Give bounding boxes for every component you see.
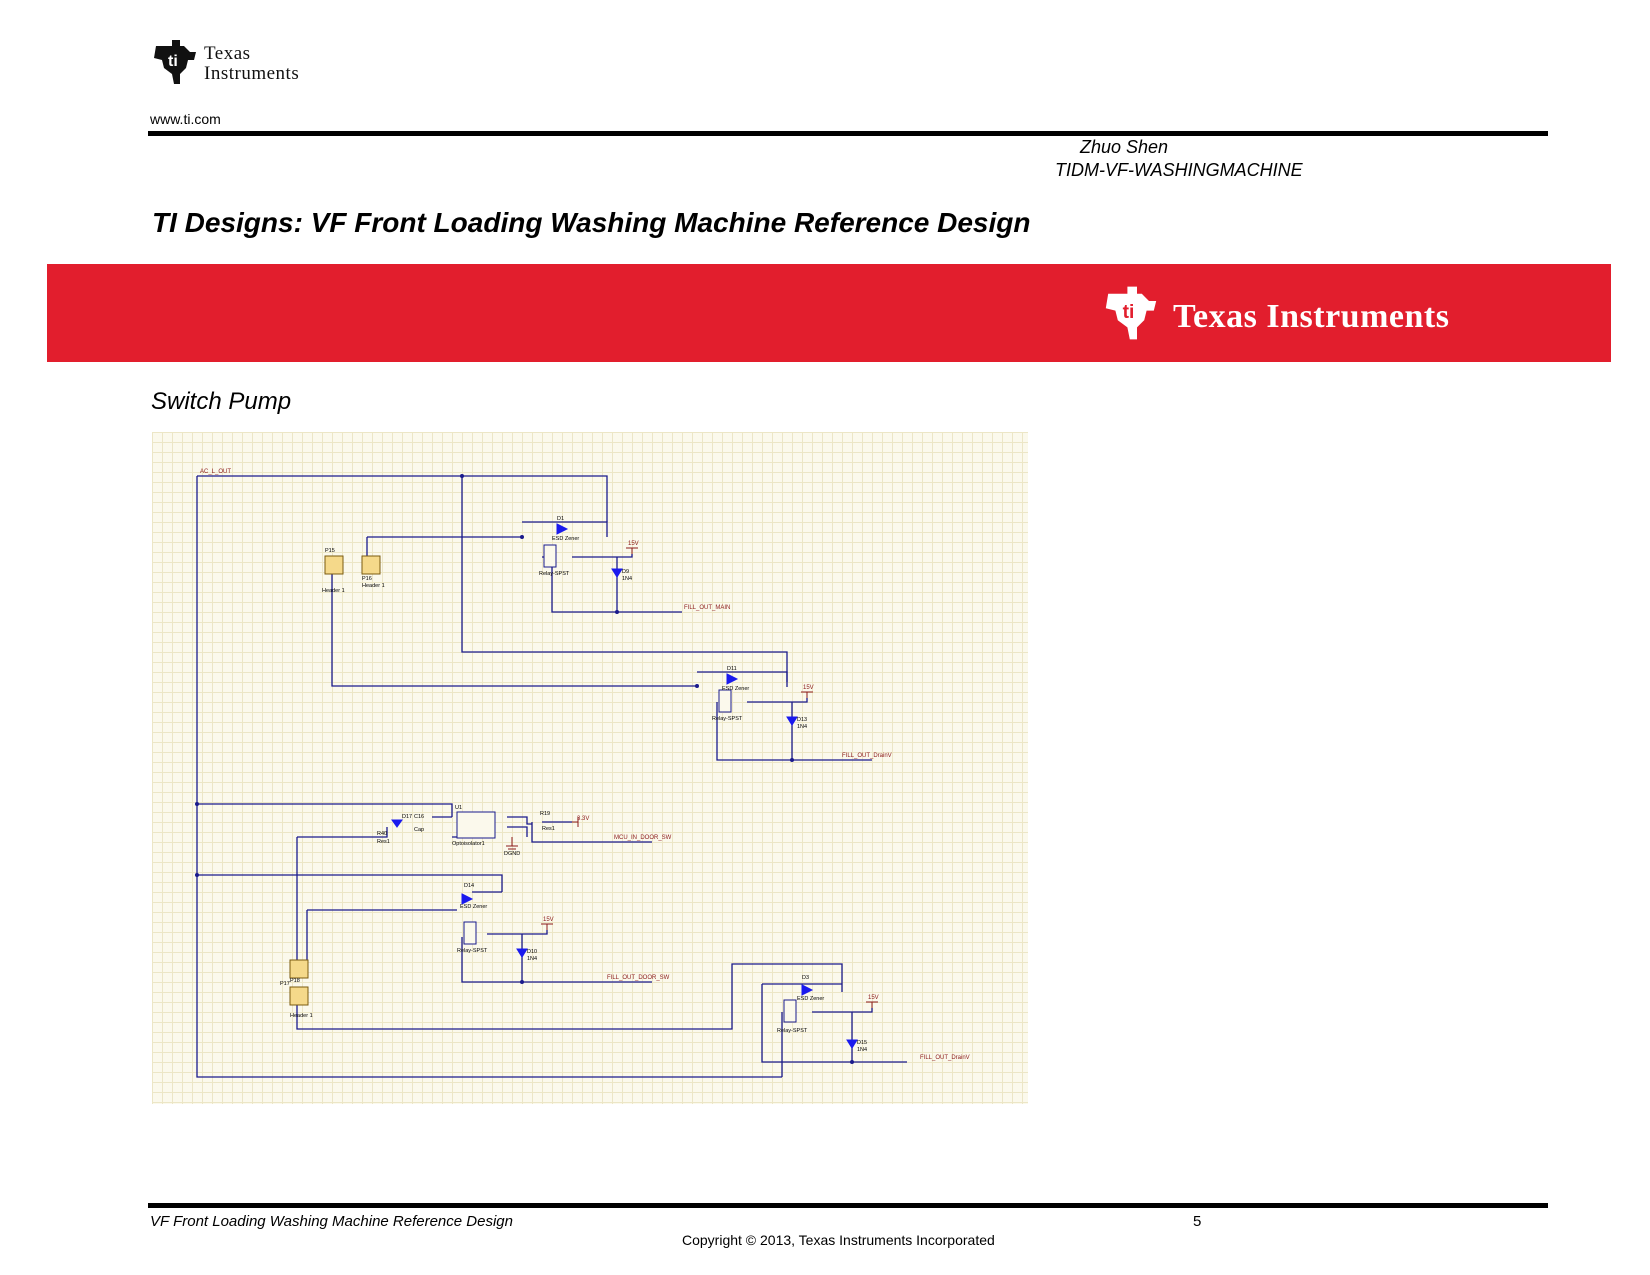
label-d10-val: 1N4 <box>527 956 537 962</box>
ti-logo-icon: ti <box>154 40 196 84</box>
site-url[interactable]: www.ti.com <box>150 111 221 127</box>
svg-text:ti: ti <box>168 53 178 70</box>
optoisolator-u1 <box>456 811 496 839</box>
diode-d9 <box>611 568 623 578</box>
supply-symbols <box>506 547 878 1008</box>
header-p17 <box>289 986 309 1006</box>
net-mcu-door: MCU_IN_DOOR_SW <box>614 835 672 841</box>
junctions <box>195 474 854 1064</box>
esd-zener-d14 <box>461 893 474 905</box>
author-name: Zhuo Shen <box>1080 137 1169 157</box>
esd-zener-d1 <box>556 523 569 535</box>
diode-d15 <box>846 1039 858 1049</box>
label-d17: D17 <box>402 814 412 820</box>
header-p18 <box>289 959 309 979</box>
label-header-p16: Header 1 <box>362 583 385 589</box>
label-p15: P15 <box>325 548 335 554</box>
label-res2: Res1 <box>542 826 555 832</box>
label-d11: D11 <box>727 666 737 672</box>
label-relay1: Relay-SPST <box>539 571 570 577</box>
net-ac-out: AC_L_OUT <box>200 469 231 475</box>
net-fill-out-drain-2: FILL_OUT_DrainV <box>920 1055 970 1061</box>
banner-logo: ti Texas Instruments <box>1101 284 1521 344</box>
label-d13: D13 <box>797 717 807 723</box>
label-3v3: 3.3V <box>577 816 589 822</box>
label-d9-val: 1N4 <box>622 576 632 582</box>
relay-1 <box>543 544 557 568</box>
page-title: TI Designs: VF Front Loading Washing Mac… <box>152 207 1031 238</box>
label-u1: U1 <box>455 805 462 811</box>
label-esd3: ESD Zener <box>460 904 487 910</box>
label-d9: D9 <box>622 569 629 575</box>
label-relay3: Relay-SPST <box>457 948 488 954</box>
logo-wordmark: Texas Instruments <box>204 44 299 84</box>
label-15v-1: 15V <box>628 541 639 547</box>
label-15v-2: 15V <box>803 685 814 691</box>
esd-zener-d3 <box>801 984 814 996</box>
label-p16: P16 <box>362 576 372 582</box>
label-r40: R40 <box>377 831 387 837</box>
relays <box>456 544 797 1023</box>
label-c16: C16 <box>414 814 424 820</box>
label-15v-4: 15V <box>868 995 879 1001</box>
footer-doc-title: VF Front Loading Washing Machine Referen… <box>150 1213 513 1230</box>
label-d15: D15 <box>857 1040 867 1046</box>
label-d13-val: 1N4 <box>797 724 807 730</box>
label-header-p15: Header 1 <box>322 588 345 594</box>
ti-logo: ti Texas Instruments <box>150 38 350 88</box>
net-fill-out-drain: FILL_OUT_DrainV <box>842 753 892 759</box>
footer-rule <box>148 1203 1548 1208</box>
label-esd1: ESD Zener <box>552 536 579 542</box>
net-fill-out-main: FILL_OUT_MAIN <box>684 605 730 611</box>
relay-4 <box>783 999 797 1023</box>
label-relay4: Relay-SPST <box>777 1028 808 1034</box>
zener-d17 <box>391 819 403 828</box>
label-header-p17: Header 1 <box>290 1013 313 1019</box>
page-number: 5 <box>1193 1213 1202 1230</box>
header-rule <box>148 131 1548 136</box>
label-esd2: ESD Zener <box>722 686 749 692</box>
headers <box>289 555 381 1006</box>
logo-line2: Instruments <box>204 63 300 84</box>
wires <box>196 475 907 1078</box>
label-r19: R19 <box>540 811 550 817</box>
zener-diodes <box>391 523 858 1049</box>
label-p17: P17 <box>280 981 290 987</box>
label-res1: Res1 <box>377 839 390 845</box>
label-d3: D3 <box>802 975 809 981</box>
label-dgnd: DGND <box>504 851 520 857</box>
schematic-diagram: AC_L_OUT FILL_OUT_MAIN FILL_OUT_DrainV M… <box>152 432 1028 1104</box>
schematic-svg: AC_L_OUT FILL_OUT_MAIN FILL_OUT_DrainV M… <box>195 469 970 1078</box>
header-p16 <box>361 555 381 575</box>
relay-2 <box>718 689 732 713</box>
svg-text:ti: ti <box>1123 302 1135 323</box>
ti-banner-logo-icon: ti <box>1105 286 1157 340</box>
copyright: Copyright © 2013, Texas Instruments Inco… <box>682 1232 995 1248</box>
net-labels: AC_L_OUT FILL_OUT_MAIN FILL_OUT_DrainV M… <box>200 469 970 1061</box>
banner-wordmark: Texas Instruments <box>1173 298 1450 335</box>
logo-line1: Texas <box>204 43 251 64</box>
section-title: Switch Pump <box>151 388 292 415</box>
diode-d13 <box>786 716 798 726</box>
label-relay2: Relay-SPST <box>712 716 743 722</box>
net-fill-out-door: FILL_OUT_DOOR_SW <box>607 975 670 981</box>
doc-id: TIDM-VF-WASHINGMACHINE <box>1055 160 1303 180</box>
label-d1: D1 <box>557 516 564 522</box>
diode-d10 <box>516 948 528 958</box>
label-d15-val: 1N4 <box>857 1047 867 1053</box>
label-opto: Optoisolator1 <box>452 841 485 847</box>
label-cap: Cap <box>414 827 424 833</box>
label-esd4: ESD Zener <box>797 996 824 1002</box>
red-banner: ti Texas Instruments <box>47 264 1611 362</box>
esd-zener-d11 <box>726 673 739 685</box>
label-d14: D14 <box>464 883 474 889</box>
label-15v-3: 15V <box>543 917 554 923</box>
label-p18: P18 <box>290 978 300 984</box>
relay-3 <box>463 921 477 945</box>
component-labels: D1 ESD Zener Relay-SPST D9 1N4 P15 Heade… <box>280 516 867 1053</box>
header-p15 <box>324 555 344 575</box>
label-d10: D10 <box>527 949 537 955</box>
